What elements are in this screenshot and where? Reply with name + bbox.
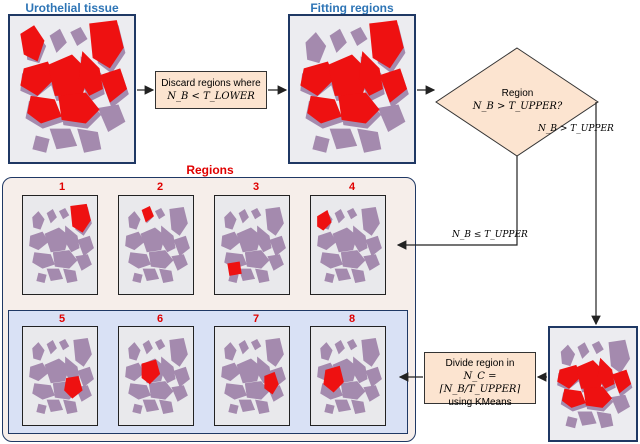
- region-thumb-1: [22, 195, 98, 295]
- discard-text-line1: Discard regions where: [161, 78, 261, 89]
- decision-text-line2: N_B > T_UPPER?: [472, 101, 563, 112]
- discard-text-line2: N_B < T_LOWER: [167, 91, 255, 102]
- urothelial-tissue-title: Urothelial tissue: [25, 1, 119, 15]
- regions-title: Regions: [186, 163, 234, 177]
- yes-branch-label: N_B > T_UPPER: [538, 124, 614, 134]
- region-number-3: 3: [252, 181, 260, 193]
- region-thumb-4: [310, 195, 386, 295]
- region-number-4: 4: [348, 181, 356, 193]
- fitting-regions-image: [288, 14, 416, 164]
- decision-text-line1: Region: [501, 88, 534, 99]
- region-number-8: 8: [348, 313, 356, 325]
- urothelial-tissue-image: [8, 14, 136, 164]
- region-thumb-3: [214, 195, 290, 295]
- region-thumb-7: [214, 326, 290, 426]
- region-thumb-6: [118, 326, 194, 426]
- region-thumb-8: [310, 326, 386, 426]
- region-number-7: 7: [252, 313, 260, 325]
- decision-text: Region N_B > T_UPPER?: [470, 87, 565, 113]
- discard-regions-box: Discard regions where N_B < T_LOWER: [155, 71, 267, 109]
- no-branch-label: N_B ≤ T_UPPER: [452, 230, 528, 240]
- fitting-regions-title: Fitting regions: [310, 1, 394, 15]
- divide-region-box: Divide region in N_C = ⌈N_B/T_UPPER⌉ usi…: [424, 352, 536, 408]
- region-number-2: 2: [156, 181, 164, 193]
- divided-region-image: [548, 326, 638, 442]
- divide-text-line2: N_C = ⌈N_B/T_UPPER⌉: [439, 371, 521, 395]
- region-thumb-2: [118, 195, 194, 295]
- divide-text-line1: Divide region in: [445, 358, 515, 369]
- region-number-6: 6: [156, 313, 164, 325]
- region-number-5: 5: [58, 313, 66, 325]
- region-thumb-5: [22, 326, 98, 426]
- divide-text-line3: using KMeans: [448, 397, 512, 408]
- region-number-1: 1: [58, 181, 66, 193]
